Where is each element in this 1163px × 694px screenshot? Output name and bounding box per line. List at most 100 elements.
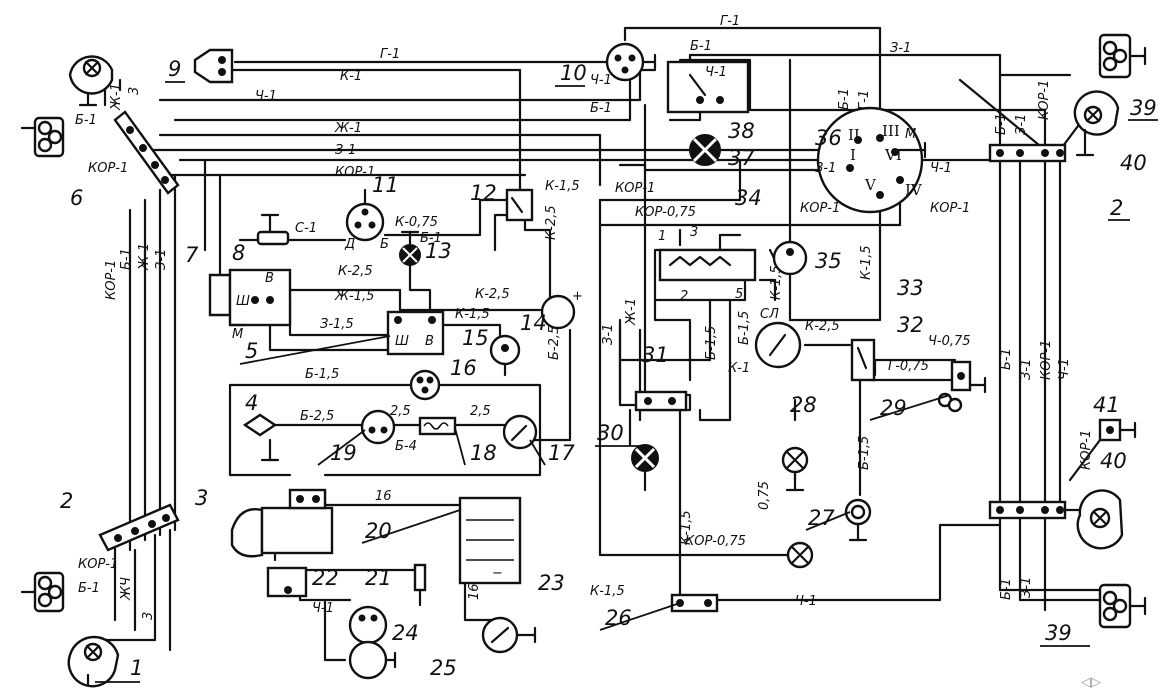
- wire-label: Б-1: [690, 39, 712, 54]
- wire-label: КОР-1: [1037, 80, 1052, 120]
- num-30: 30: [597, 421, 624, 445]
- wire-label: 2,5: [470, 404, 491, 419]
- wire-label: Д: [344, 237, 355, 252]
- wire-label: Ч-1: [705, 65, 727, 80]
- wire-label: Ч-1: [795, 594, 817, 609]
- switch-block-34: [658, 248, 757, 282]
- wire-label: З-1: [1014, 114, 1029, 135]
- wire-label: В: [425, 334, 434, 349]
- wire-label: Б-1: [119, 248, 134, 270]
- horn-9: [193, 48, 234, 84]
- lamp-30: [631, 444, 659, 492]
- headlight-39-bottom: [1098, 583, 1147, 629]
- num-20: 20: [365, 519, 392, 543]
- wire-label: КОР-0,75: [635, 205, 696, 220]
- num-27: 27: [808, 506, 835, 530]
- wire-label: VI: [884, 146, 902, 164]
- component-numbers: 1 2 2 3 4 5 6 7 8 9 10 11 12 13 14 15 16…: [60, 57, 1157, 680]
- num-23: 23: [538, 571, 565, 595]
- sender-4: [242, 413, 280, 462]
- wire-label: К-2,5: [338, 264, 373, 279]
- wire-label: Б-1: [78, 581, 100, 596]
- starter-3: [230, 488, 334, 562]
- wire-label: Ч-0,75: [928, 334, 971, 349]
- wire-label: З-1: [1019, 577, 1034, 598]
- num-41: 41: [1093, 393, 1120, 417]
- num-8: 8: [232, 241, 245, 265]
- wire-label: З-1: [601, 324, 616, 345]
- wire-label: З-1: [1019, 359, 1034, 380]
- wire-label: К-1,5: [769, 265, 784, 300]
- wire-label: Г-0,75: [888, 359, 929, 374]
- num-21: 21: [365, 566, 392, 590]
- headlight-lower-left: [20, 571, 65, 613]
- switch-25: [348, 640, 397, 680]
- lamp-40-bottom: [1076, 489, 1124, 550]
- num-35: 35: [815, 249, 842, 273]
- num-25: 25: [430, 656, 457, 680]
- wire-label: Б-1,5: [737, 311, 752, 345]
- headlight-upper-left: [68, 55, 114, 107]
- wire-label: Г-1: [380, 47, 400, 62]
- wire-label: З-1: [890, 41, 911, 56]
- wire-label: Б-1: [75, 113, 97, 128]
- wire-label: К-2,5: [544, 205, 559, 240]
- num-5: 5: [245, 339, 258, 363]
- page-nav-arrows[interactable]: ◁▷: [1081, 675, 1101, 690]
- switch-19: [360, 409, 396, 445]
- wire-label: Ж-1,5: [334, 289, 374, 304]
- wire-label: Б-1,5: [857, 436, 872, 470]
- num-37: 37: [728, 146, 755, 170]
- wire-label: Ж-1: [624, 298, 639, 326]
- num-10: 10: [560, 61, 587, 85]
- wire-label: Б-1,5: [305, 367, 339, 382]
- wire-label: М: [232, 327, 243, 342]
- num-3: 3: [195, 486, 208, 510]
- lamp-40-top: [1073, 90, 1120, 157]
- switch-17: [502, 414, 538, 450]
- connector-26: [670, 593, 719, 613]
- relay-22: [266, 566, 308, 598]
- wire-label: Ч-1: [1057, 358, 1072, 380]
- num-32: 32: [897, 313, 924, 337]
- wire-label: 2,5: [390, 404, 411, 419]
- num-39-bottom: 39: [1045, 621, 1072, 645]
- lamp-1: [67, 635, 120, 688]
- num-1: 1: [130, 656, 143, 680]
- wire-label: Г-1: [857, 90, 872, 110]
- switch-10: [605, 42, 657, 82]
- wire-labels: Г-1 К-1 Г-1 Б-1 Ч-1 З-1 Ч-1 Ж-1 З-1 КОР-…: [75, 14, 1094, 620]
- wire-label: Б-1: [837, 88, 852, 110]
- wire-label: 16: [375, 489, 392, 504]
- num-9: 9: [168, 57, 181, 81]
- wire-label: К-2,5: [475, 287, 510, 302]
- sensor-11: [345, 188, 385, 242]
- relay-32: [850, 338, 876, 382]
- wire-label: К-1: [728, 361, 750, 376]
- wire-label: К-2,5: [805, 319, 840, 334]
- wire-label: Б-1: [590, 101, 612, 116]
- fuse-18: [418, 416, 457, 436]
- wire-label: 1: [658, 229, 666, 244]
- relay-31: [634, 390, 688, 412]
- switch-41: [1068, 418, 1137, 482]
- gauge-16: [409, 369, 441, 401]
- num-22: 22: [312, 566, 339, 590]
- plug-8: [256, 213, 290, 246]
- battery-20: [458, 496, 522, 585]
- connector-lower-right: [988, 500, 1067, 520]
- wire-label: К-1,5: [545, 179, 580, 194]
- num-4: 4: [245, 391, 258, 415]
- wire-label: Б-1: [994, 113, 1009, 135]
- num-17: 17: [548, 441, 575, 465]
- number-underlines: [95, 81, 1158, 683]
- wire-label: 2: [680, 289, 688, 304]
- wire-label: З-1: [154, 249, 169, 270]
- wire-label: Б-1: [999, 348, 1014, 370]
- lamp-13: [399, 230, 421, 266]
- wire-label: КОР-1: [88, 161, 128, 176]
- wire-label: V: [864, 176, 877, 194]
- wire-label: З-1,5: [320, 317, 354, 332]
- switch-33: [754, 321, 802, 369]
- num-28: 28: [790, 393, 817, 417]
